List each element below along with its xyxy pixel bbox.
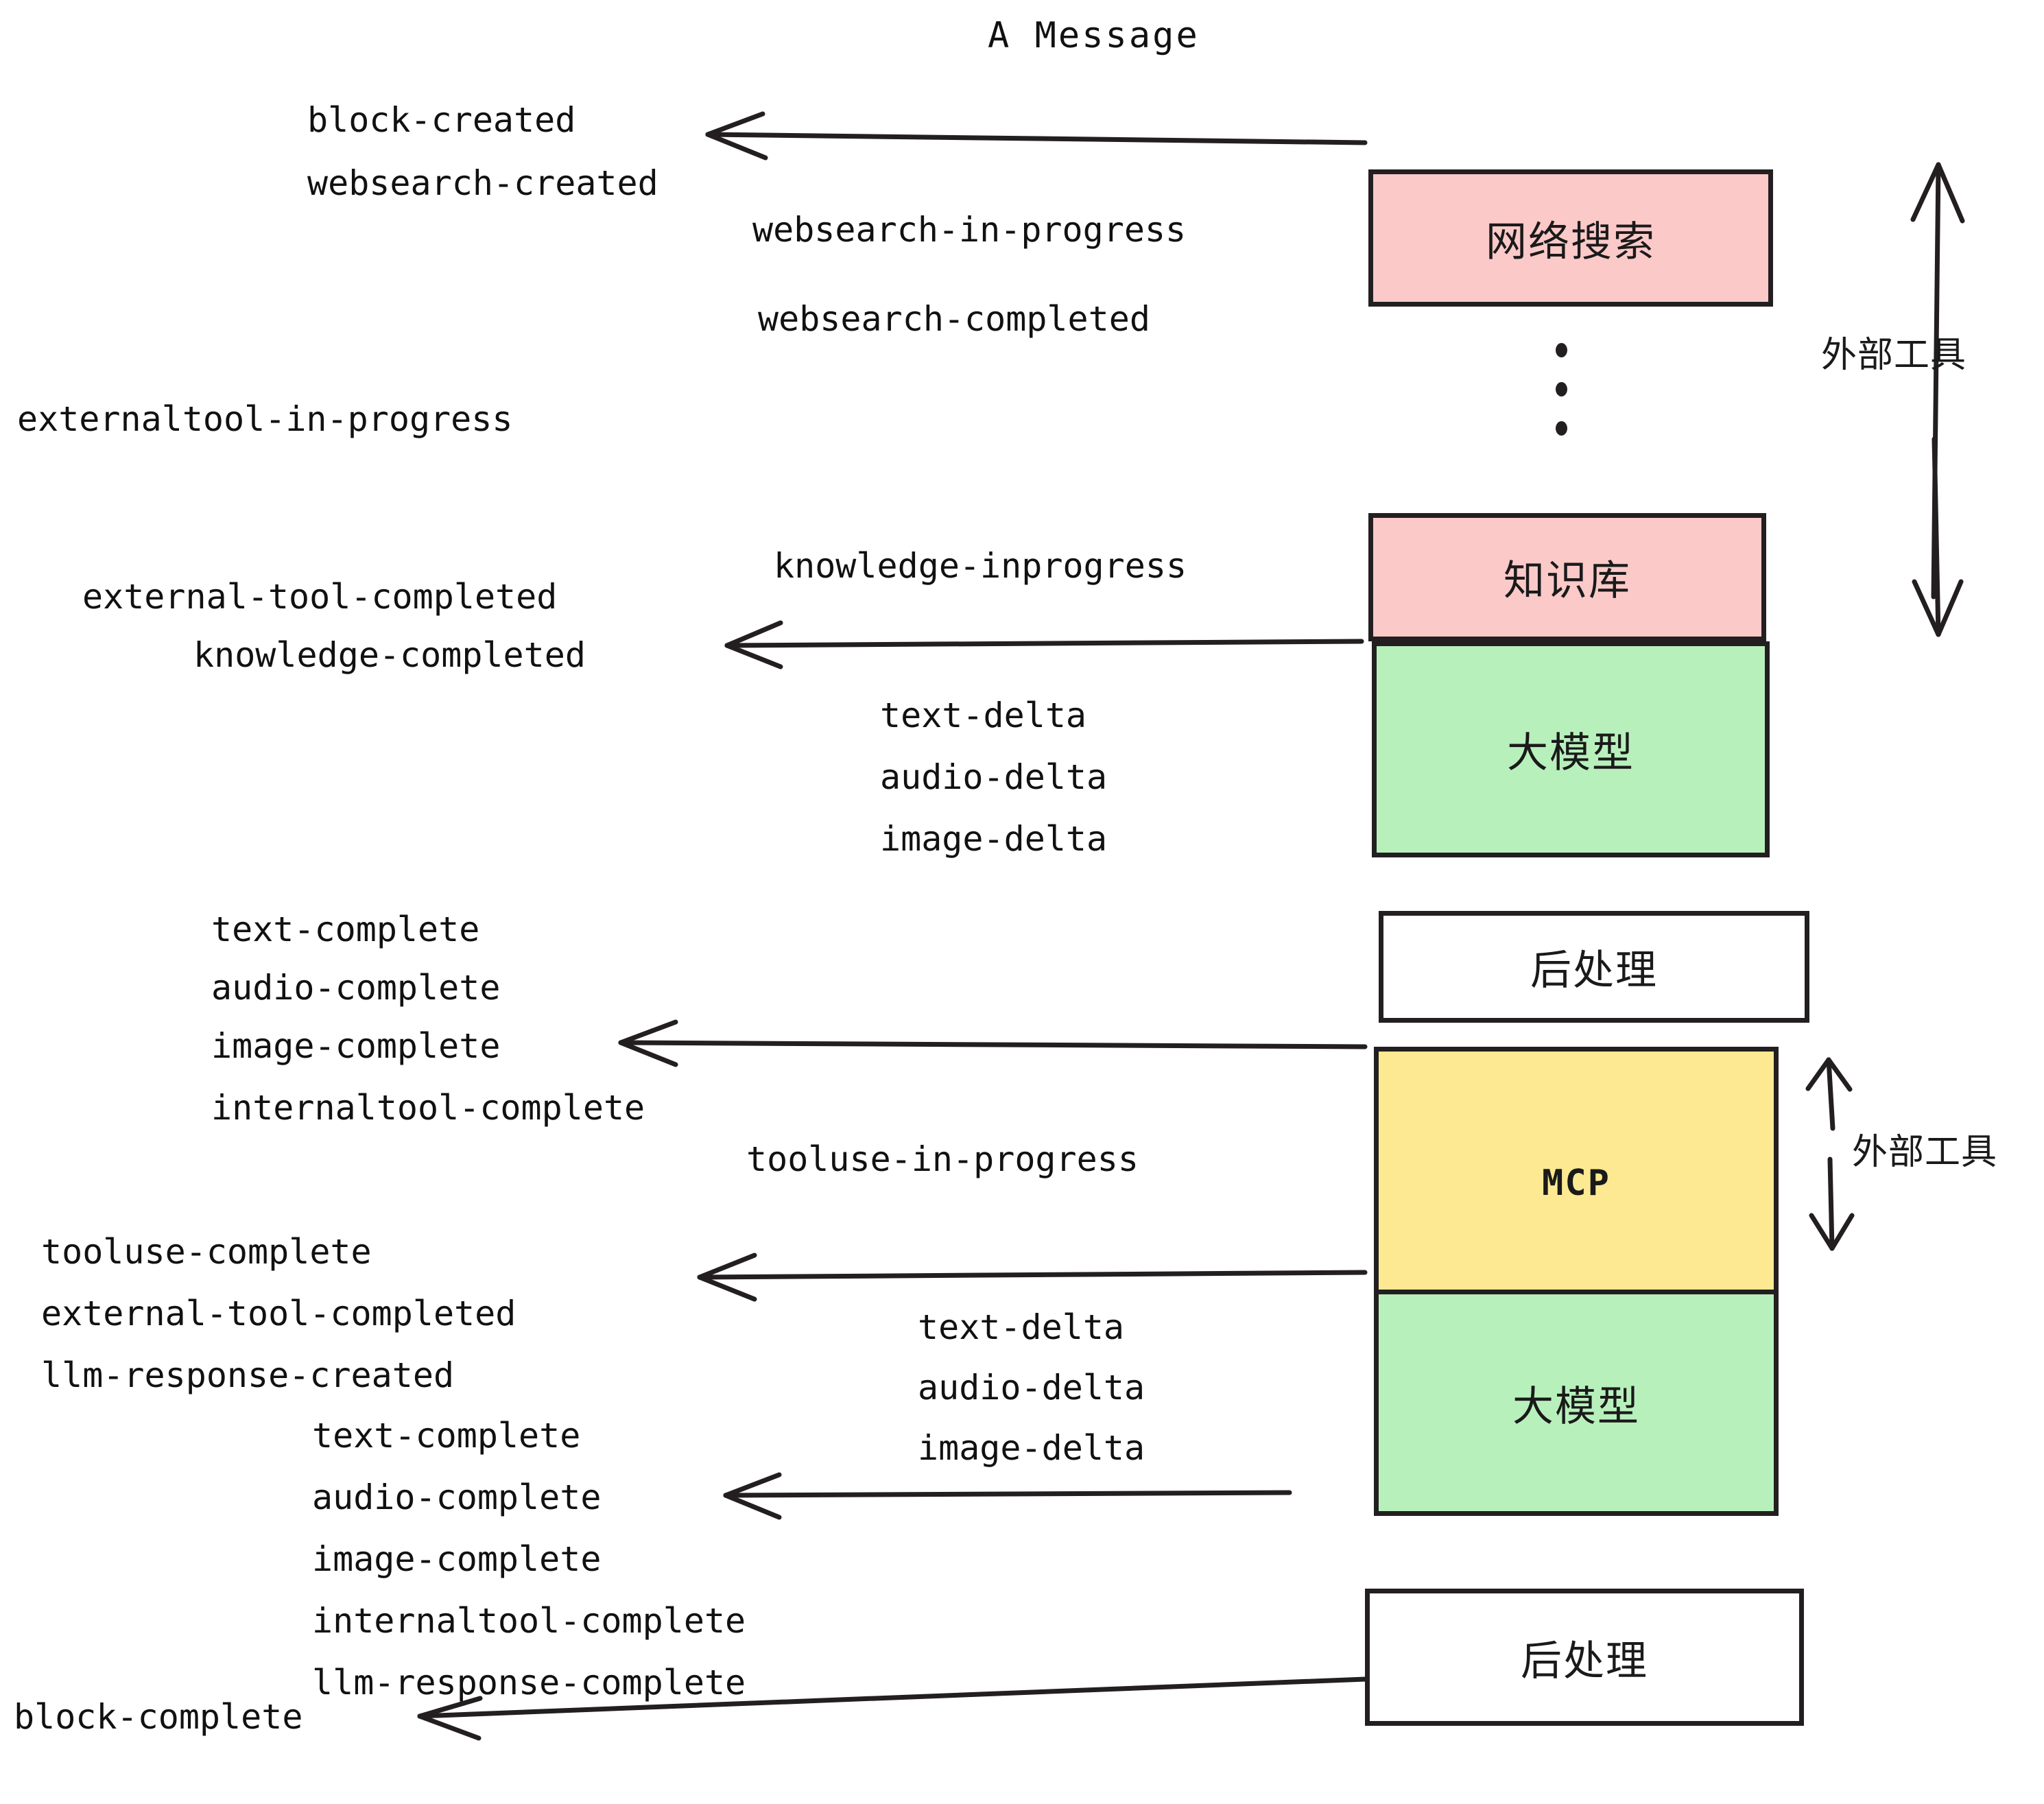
event-websearch-completed: websearch-completed [758,299,1150,339]
annotation-external-tools-top: 外部工具 [1821,335,1967,376]
box-websearch[interactable]: 网络搜索 [1368,169,1773,307]
event-audio-delta-1: audio-delta [880,757,1108,797]
box-label: 大模型 [1512,1382,1640,1431]
event-internaltool-complete-2: internaltool-complete [312,1601,746,1641]
event-block-created: block-created [307,100,576,140]
box-mcp[interactable]: MCP [1374,1047,1779,1320]
event-text-delta-2: text-delta [918,1307,1125,1347]
box-knowledge-base[interactable]: 知识库 [1368,513,1766,641]
event-text-complete-1: text-complete [211,910,480,949]
event-llm-response-complete: llm-response-complete [312,1663,746,1702]
box-postprocess-top[interactable]: 后处理 [1379,911,1809,1023]
event-image-delta-1: image-delta [880,819,1108,859]
event-knowledge-completed: knowledge-completed [193,635,586,675]
box-label: 网络搜索 [1486,217,1656,266]
event-tooluse-in-progress: tooluse-in-progress [746,1139,1139,1179]
event-audio-complete-2: audio-complete [312,1477,602,1517]
ellipsis-icon [1556,343,1567,460]
annotation-external-tools-bottom: 外部工具 [1852,1132,1998,1173]
box-label: 后处理 [1530,947,1658,995]
event-tooluse-complete: tooluse-complete [41,1232,372,1272]
event-knowledge-inprogress: knowledge-inprogress [774,546,1187,586]
event-websearch-in-progress: websearch-in-progress [752,210,1187,250]
box-label: 大模型 [1507,729,1635,777]
event-image-complete-1: image-complete [211,1026,501,1066]
event-image-delta-2: image-delta [918,1428,1145,1468]
event-external-tool-completed-1: external-tool-completed [82,577,558,617]
event-llm-response-created: llm-response-created [41,1355,455,1395]
event-external-tool-completed-2: external-tool-completed [41,1294,516,1333]
box-label: MCP [1542,1163,1611,1204]
box-postprocess-bottom[interactable]: 后处理 [1365,1589,1804,1726]
event-audio-complete-1: audio-complete [211,968,501,1008]
event-audio-delta-2: audio-delta [918,1368,1145,1408]
event-websearch-created: websearch-created [307,163,658,203]
event-text-delta-1: text-delta [880,696,1087,735]
event-block-complete: block-complete [14,1697,303,1737]
event-text-complete-2: text-complete [312,1416,581,1456]
box-llm-bottom[interactable]: 大模型 [1374,1290,1779,1516]
box-llm-top[interactable]: 大模型 [1372,641,1770,857]
event-internaltool-complete-1: internaltool-complete [211,1088,645,1128]
page-title: A Message [988,15,1200,56]
box-label: 知识库 [1504,557,1631,605]
box-label: 后处理 [1521,1637,1648,1685]
event-externaltool-in-progress: externaltool-in-progress [17,399,513,439]
event-image-complete-2: image-complete [312,1539,602,1579]
